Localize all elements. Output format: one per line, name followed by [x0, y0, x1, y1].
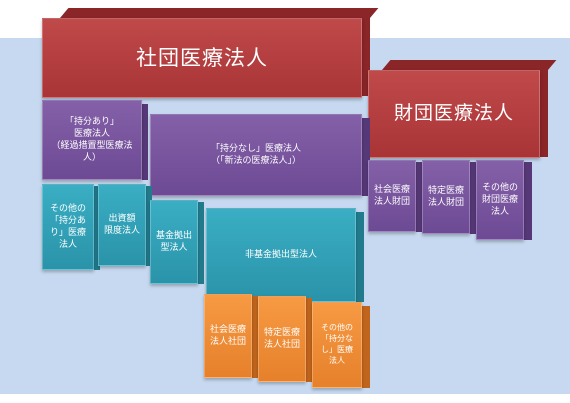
- shadan-tokutei-side: [306, 298, 312, 382]
- ari-sonota-box: その他の 「持分あ り」医療 法人: [42, 184, 94, 270]
- mochibun-nashi-box: 「持分なし」医療法人 （「新法の医療法人」）: [150, 114, 362, 196]
- zaidan-iryo-hojin-box: 財団医療法人: [368, 70, 540, 158]
- top-left-depth: [60, 8, 379, 18]
- hi-kikin-side: [356, 212, 364, 302]
- shadan-tokutei-box: 特定医療 法人社団: [258, 296, 306, 382]
- shadan-sonota-side: [362, 306, 370, 388]
- mochibun-nashi-label: 「持分なし」医療法人 （「新法の医療法人」）: [210, 143, 301, 166]
- mochibun-ari-side: [142, 104, 148, 180]
- ari-sonota-side: [94, 186, 100, 270]
- zaidan-iryo-hojin-label: 財団医療法人: [393, 102, 514, 125]
- zaidan-shakai-label: 社会医療 法人財団: [373, 184, 410, 207]
- mochibun-ari-label: 「持分あり」 医療法人 （経過措置型医療法 人）: [51, 116, 133, 164]
- zaidan-sonota-label: その他の 財団医療 法人: [481, 182, 518, 218]
- shadan-sonota-label: その他の 「持分な し」医療 法人: [321, 323, 353, 365]
- shadan-iryo-hojin-box: 社団医療法人: [42, 18, 362, 98]
- shadan-shakai-box: 社会医療 法人社団: [204, 294, 252, 378]
- kikin-kyoshutsu-label: 基金拠出 型法人: [155, 230, 192, 253]
- top-right-depth: [382, 60, 557, 70]
- shadan-shakai-side: [252, 296, 258, 378]
- ari-sonota-label: その他の 「持分あ り」医療 法人: [49, 203, 86, 251]
- ari-shusshi-side: [146, 186, 152, 266]
- zaidan-tokutei-side: [470, 162, 476, 234]
- shadan-tokutei-label: 特定医療 法人社団: [263, 327, 300, 350]
- mochibun-ari-box: 「持分あり」 医療法人 （経過措置型医療法 人）: [42, 100, 142, 180]
- shadan-iryo-hojin-label: 社団医療法人: [136, 45, 268, 70]
- zaidan-tokutei-label: 特定医療 法人財団: [427, 185, 464, 208]
- top-right-side: [540, 62, 548, 157]
- zaidan-shakai-box: 社会医療 法人財団: [368, 160, 416, 232]
- zaidan-sonota-side: [524, 162, 532, 240]
- kikin-side: [198, 202, 204, 284]
- mochibun-nashi-side: [362, 118, 370, 196]
- shadan-shakai-label: 社会医療 法人社団: [209, 324, 246, 347]
- kikin-kyoshutsu-box: 基金拠出 型法人: [150, 200, 198, 284]
- ari-shusshi-box: 出資額 限度法人: [98, 184, 146, 266]
- shadan-sonota-box: その他の 「持分な し」医療 法人: [312, 302, 362, 388]
- hi-kikin-label: 非基金拠出型法人: [244, 249, 317, 260]
- zaidan-tokutei-box: 特定医療 法人財団: [422, 160, 470, 234]
- top-left-side: [362, 10, 370, 96]
- ari-shusshi-label: 出資額 限度法人: [103, 213, 140, 236]
- hi-kikin-box: 非基金拠出型法人: [206, 208, 356, 302]
- zaidan-sonota-box: その他の 財団医療 法人: [476, 160, 524, 240]
- zaidan-shakai-side: [416, 162, 422, 232]
